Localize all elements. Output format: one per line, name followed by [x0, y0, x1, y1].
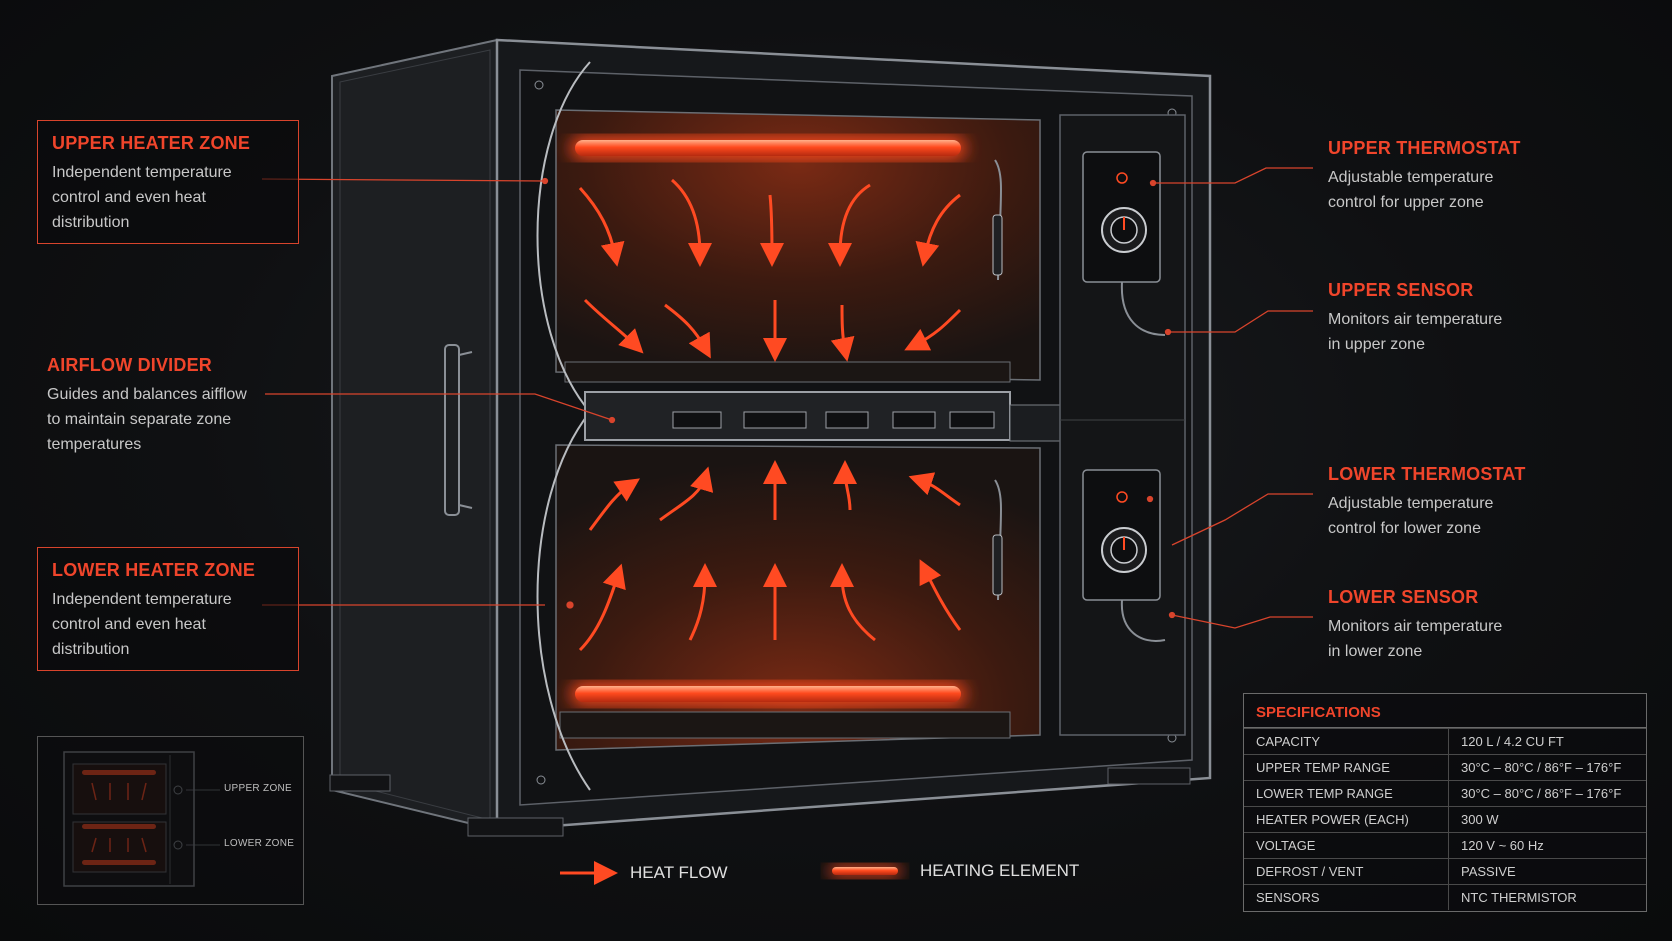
upper-thermostat-dial[interactable]	[1082, 151, 1161, 283]
upper-chamber	[555, 109, 1041, 383]
spec-value: 30°C – 80°C / 86°F – 176°F	[1448, 780, 1646, 807]
mini-zone-diagram	[37, 736, 304, 905]
callout-description: Guides and balances aifflow to maintain …	[47, 386, 247, 453]
spec-value: 120 V ~ 60 Hz	[1448, 832, 1646, 859]
mini-lower-zone-label: LOWER ZONE	[224, 838, 295, 849]
callout-upper-heater-zone: UPPER HEATER ZONE Independent temperatur…	[37, 120, 299, 244]
lower-chamber	[555, 444, 1041, 751]
upper-sensor-probe	[992, 159, 1166, 336]
callout-title: LOWER SENSOR	[1328, 587, 1479, 607]
upper-heating-element	[570, 136, 966, 160]
callout-description: Adjustable temperature control for lower…	[1328, 495, 1494, 537]
callout-description: Monitors air temperature in upper zone	[1328, 311, 1503, 353]
legend-heat-flow-label: HEAT FLOW	[630, 863, 728, 882]
airflow-divider	[584, 391, 1061, 442]
leader-lines	[261, 167, 1313, 629]
spec-key: CAPACITY	[1244, 728, 1449, 755]
spec-value: NTC THERMISTOR	[1448, 884, 1646, 910]
spec-key: SENSORS	[1244, 884, 1449, 910]
callout-title: LOWER HEATER ZONE	[52, 560, 256, 580]
callout-upper-sensor: UPPER SENSOR Monitors air temperature in…	[1328, 280, 1568, 357]
callout-title: AIRFLOW DIVIDER	[47, 355, 212, 375]
door-handle[interactable]	[444, 344, 473, 516]
legend-heating-element-label: HEATING ELEMENT	[920, 861, 1080, 880]
lower-heating-element	[570, 682, 966, 706]
callout-description: Independent temperature control and even…	[52, 591, 232, 658]
callout-airflow-divider: AIRFLOW DIVIDER Guides and balances aiff…	[47, 355, 277, 457]
spec-value: 300 W	[1448, 806, 1646, 833]
spec-key: VOLTAGE	[1244, 832, 1449, 859]
callout-upper-thermostat: UPPER THERMOSTAT Adjustable temperature …	[1328, 138, 1568, 215]
callout-title: UPPER SENSOR	[1328, 280, 1474, 300]
lower-sensor-probe	[992, 479, 1166, 642]
callout-description: Independent temperature control and even…	[52, 164, 232, 231]
spec-value: 120 L / 4.2 CU FT	[1448, 728, 1646, 755]
lower-thermostat-dial[interactable]	[1082, 469, 1161, 601]
spec-key: DEFROST / VENT	[1244, 858, 1449, 885]
lower-heat-flow-arrows	[578, 460, 962, 652]
mini-upper-zone-label: UPPER ZONE	[224, 783, 293, 794]
callout-lower-thermostat: LOWER THERMOSTAT Adjustable temperature …	[1328, 464, 1568, 541]
callout-title: UPPER HEATER ZONE	[52, 133, 251, 153]
cabinet-side-panel	[331, 38, 498, 832]
callout-title: UPPER THERMOSTAT	[1328, 138, 1521, 158]
spec-value: PASSIVE	[1448, 858, 1646, 885]
specifications-title: SPECIFICATIONS	[1244, 694, 1646, 728]
callout-lower-heater-zone: LOWER HEATER ZONE Independent temperatur…	[37, 547, 299, 671]
table-row: HEATER POWER (EACH)300 W	[1244, 806, 1646, 833]
legend-heating-element-mark	[828, 864, 902, 878]
spec-key: LOWER TEMP RANGE	[1244, 780, 1449, 807]
spec-value: 30°C – 80°C / 86°F – 176°F	[1448, 754, 1646, 781]
callout-title: LOWER THERMOSTAT	[1328, 464, 1526, 484]
spec-key: HEATER POWER (EACH)	[1244, 806, 1449, 833]
callout-description: Monitors air temperature in lower zone	[1328, 618, 1503, 660]
spec-key: UPPER TEMP RANGE	[1244, 754, 1449, 781]
upper-heat-flow-arrows	[578, 178, 962, 362]
callout-description: Adjustable temperature control for upper…	[1328, 169, 1494, 211]
callout-lower-sensor: LOWER SENSOR Monitors air temperature in…	[1328, 587, 1568, 664]
